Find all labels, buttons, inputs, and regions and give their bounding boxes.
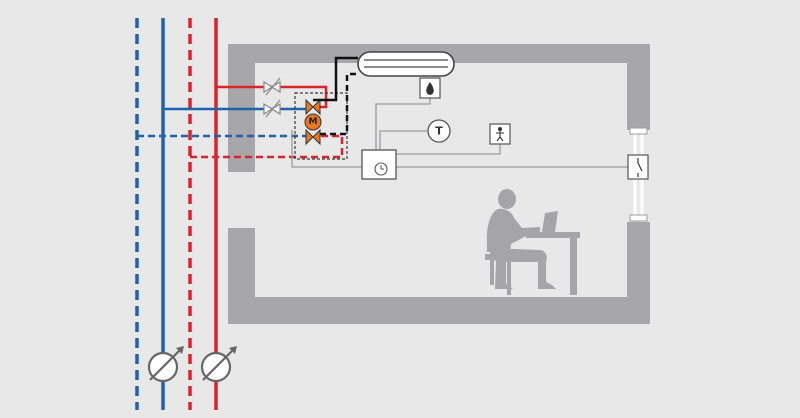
wall-left-lower: [228, 228, 255, 324]
duct-solid: [313, 56, 358, 102]
actuator-valve-icon: M: [294, 92, 348, 160]
wall-bottom: [228, 297, 650, 324]
temperature-sensor-icon: T: [427, 119, 451, 143]
window-sill-bottom: [629, 214, 648, 222]
valve-body-bottom-b: [270, 102, 281, 116]
duct-lines: [313, 56, 358, 136]
wire-temp-sensor: [379, 130, 427, 150]
temp-sensor-label: T: [435, 125, 443, 138]
person-torso: [486, 208, 540, 252]
pump-icon: [147, 346, 237, 383]
valve-body-top: [263, 80, 274, 94]
presence-head: [498, 127, 502, 131]
fan-coil-body: [357, 51, 455, 77]
chair-leg: [490, 260, 494, 285]
person-head: [498, 189, 516, 209]
wall-right-lower: [627, 222, 650, 324]
laptop: [542, 211, 558, 232]
wire-actuator: [291, 130, 362, 168]
pump-right-head: [229, 346, 237, 354]
wire-presence-sensor: [392, 144, 501, 155]
fan-coil-icon: [357, 51, 455, 77]
duct-dashed: [320, 72, 358, 136]
timer-controller-icon: [361, 149, 397, 180]
chair-seat: [485, 254, 513, 260]
wire-sensor-controller: [375, 98, 431, 150]
desk-leg: [570, 238, 577, 295]
window-sill-top: [629, 127, 648, 135]
actuator-valve-upper: [305, 98, 321, 116]
valve-body-top-b: [270, 80, 281, 94]
presence-body: [496, 131, 504, 142]
window-switch-icon: [627, 154, 649, 180]
person-at-desk-icon: [485, 189, 580, 295]
pump-right-arrow: [202, 348, 235, 381]
pump-left-arrow: [149, 348, 182, 381]
controller-clock: [374, 162, 388, 176]
chair-leg-2: [507, 260, 511, 295]
controller-clock-hands: [380, 165, 384, 170]
actuator-valve-lower: [305, 128, 321, 146]
actuator-dashed-box: [294, 92, 348, 160]
actuator-label: M: [309, 117, 318, 127]
presence-sensor-icon: [489, 123, 511, 145]
window-switch-contact: [637, 158, 643, 177]
actuator-motor: [304, 113, 322, 131]
water-sensor-icon: [419, 77, 441, 99]
desk-top: [526, 232, 580, 238]
temp-sensor-circle: [427, 119, 451, 143]
control-wires: [291, 76, 630, 168]
wall-right-upper: [627, 44, 650, 130]
valve-stem-top: [265, 77, 281, 96]
valve-stem-bottom: [265, 99, 281, 118]
controller-box: [361, 149, 397, 180]
window-switch-box: [627, 154, 649, 180]
water-drop: [426, 82, 434, 95]
balancing-valve-icon: [263, 77, 281, 118]
valve-body-bottom: [263, 102, 274, 116]
riser-pipes: [135, 18, 218, 410]
pump-left-head: [176, 346, 184, 354]
